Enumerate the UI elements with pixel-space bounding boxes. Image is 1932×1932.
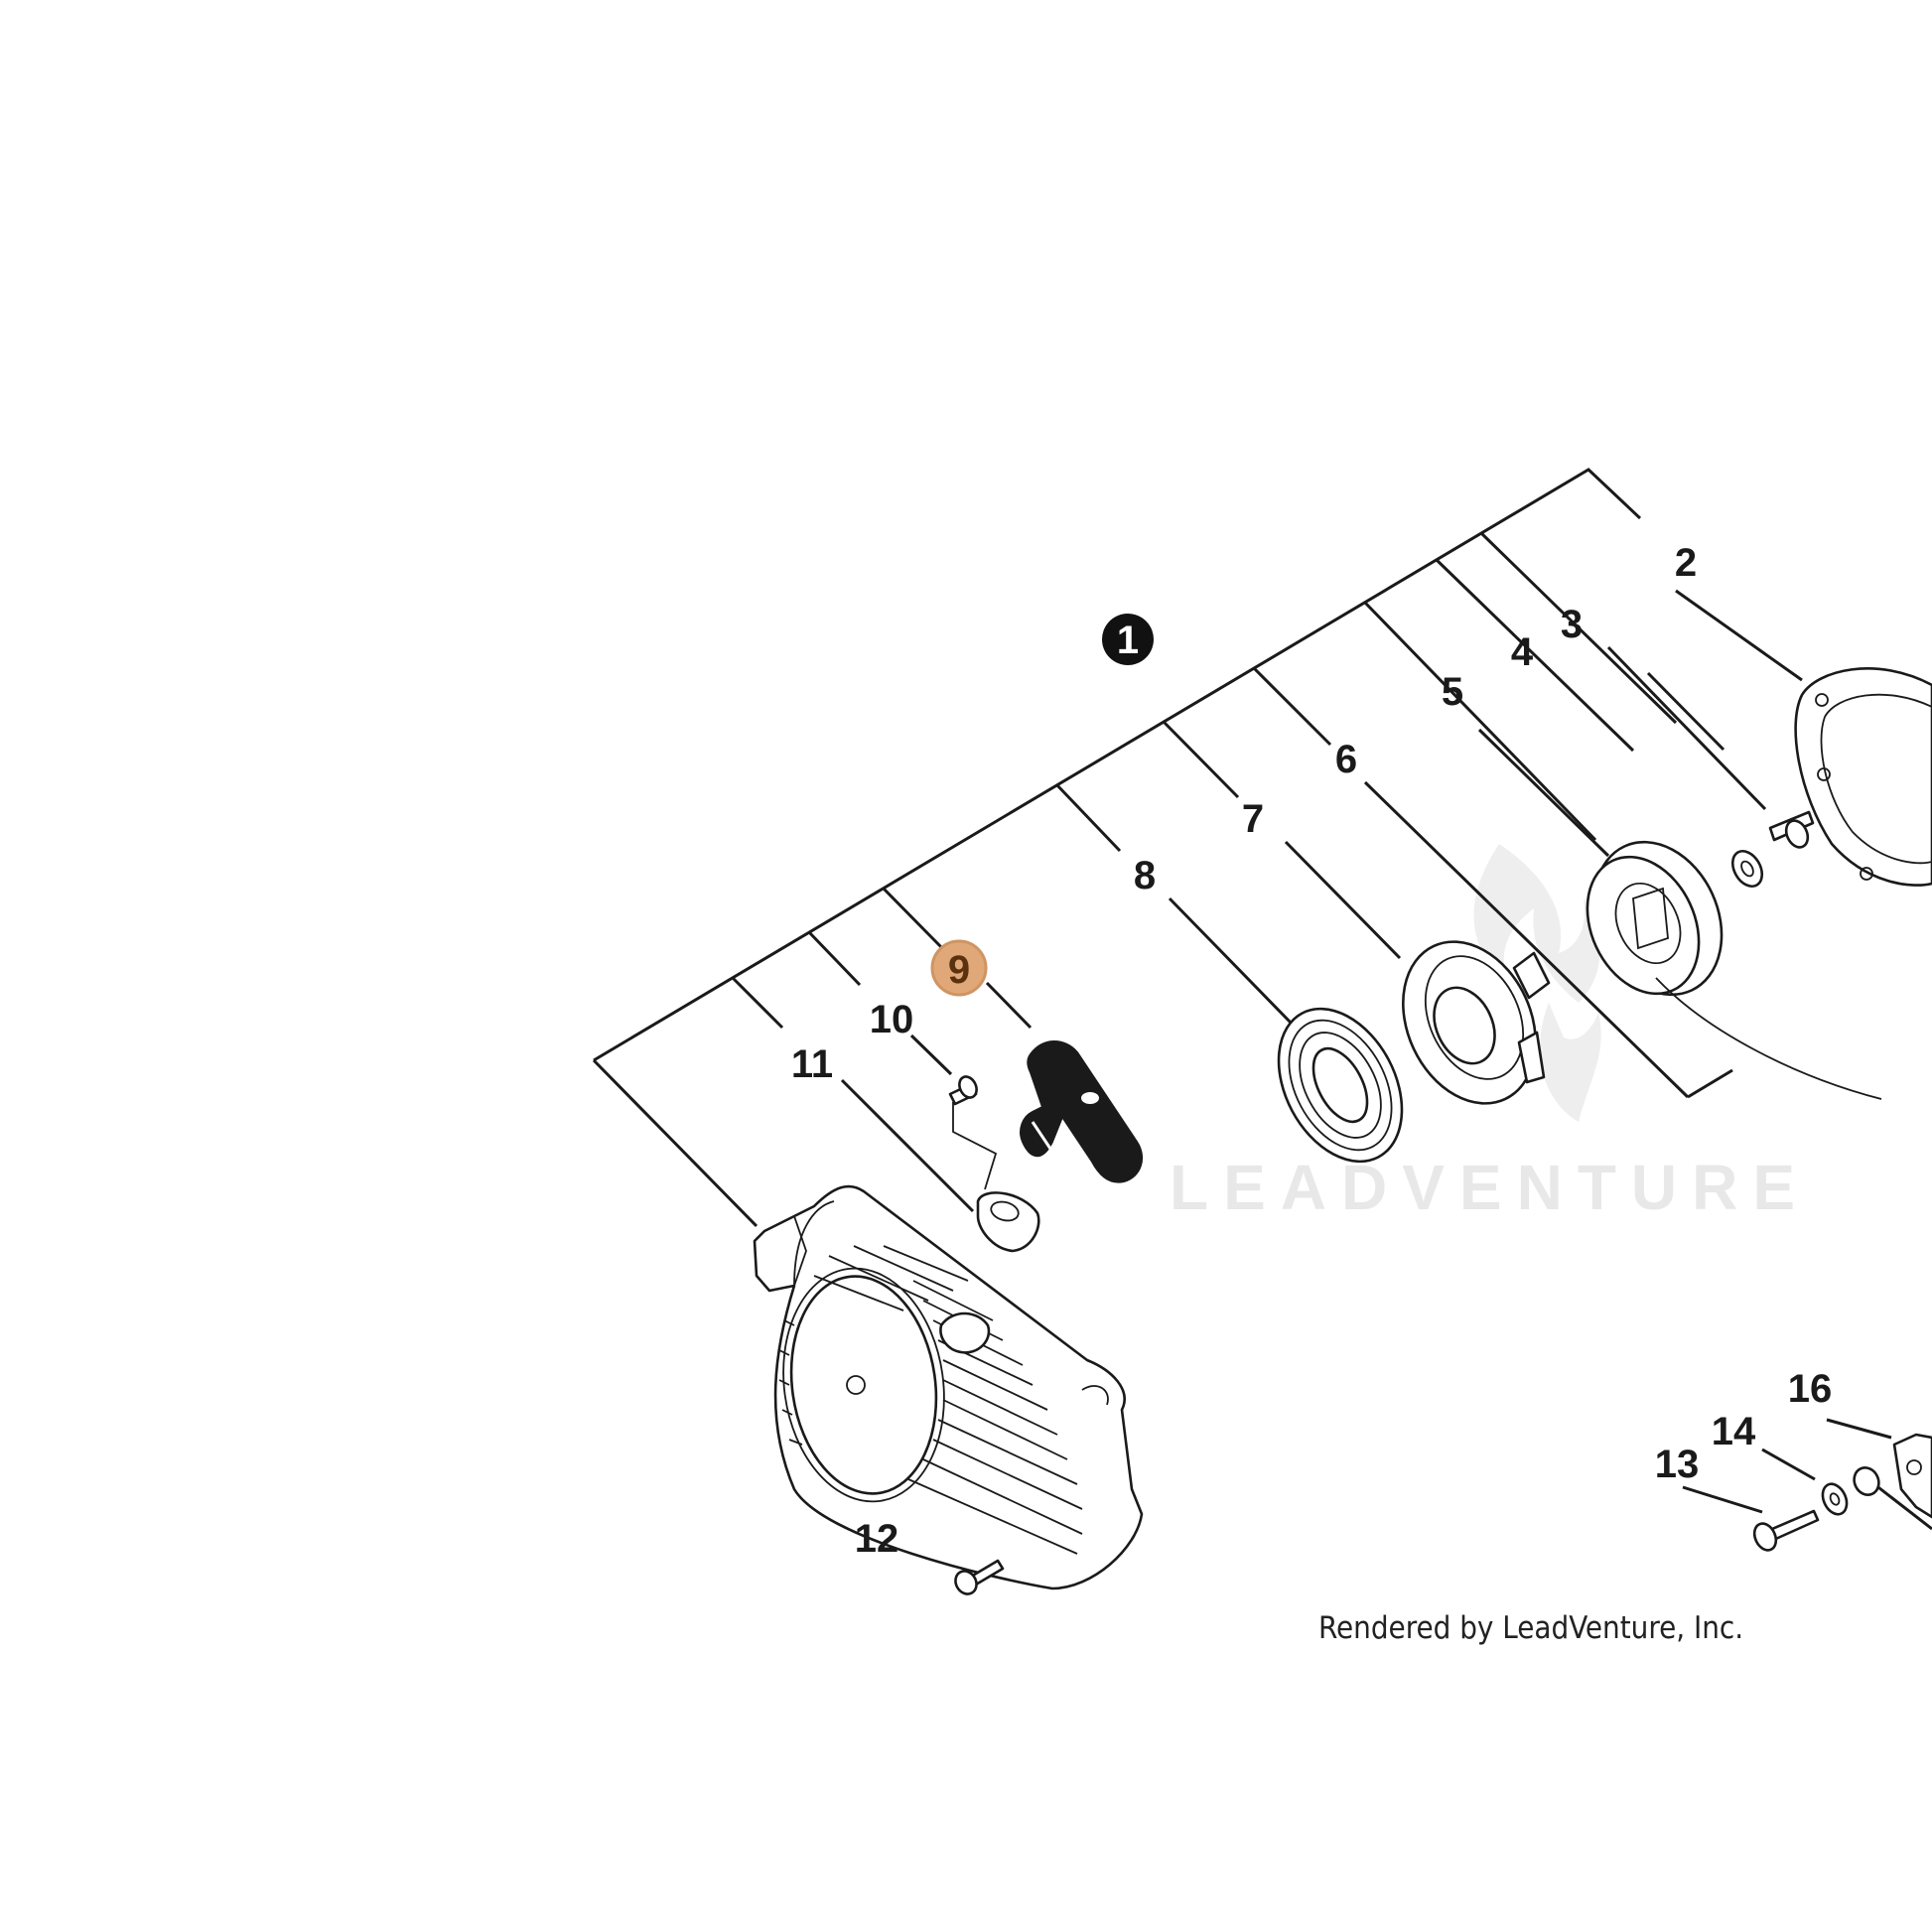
watermark-flame-icon — [1473, 844, 1600, 1003]
callout-8[interactable]: 8 — [1134, 854, 1156, 897]
part-fan-housing — [753, 1184, 1144, 1590]
callout-3[interactable]: 3 — [1561, 603, 1583, 646]
callout-16[interactable]: 16 — [1788, 1367, 1833, 1411]
callout-6[interactable]: 6 — [1335, 738, 1357, 781]
watermark-text: LEADVENTURE — [1170, 1152, 1810, 1223]
callout-4[interactable]: 4 — [1511, 630, 1534, 674]
part-3-screw — [1768, 810, 1815, 849]
part-10-screw — [948, 1075, 978, 1106]
part-8-starter-grip — [1020, 1040, 1144, 1183]
callout-10[interactable]: 10 — [870, 998, 914, 1041]
part-7-rewind-spring — [1277, 1007, 1404, 1164]
svg-text:9: 9 — [948, 948, 970, 992]
callout-11[interactable]: 11 — [791, 1042, 833, 1086]
callout-5[interactable]: 5 — [1442, 670, 1463, 714]
housing-fins — [778, 1245, 1083, 1555]
svg-text:1: 1 — [1117, 619, 1139, 662]
part-12-screw — [954, 1559, 1005, 1595]
watermark: LEADVENTURE — [1170, 844, 1810, 1223]
callout-9[interactable]: 9 — [930, 939, 988, 997]
part-11-rope-guide — [976, 1191, 1040, 1253]
callout-1[interactable]: 1 — [1102, 614, 1154, 665]
part-5-rope-rotor — [1586, 840, 1882, 1100]
leader-lines — [592, 468, 1932, 1566]
callout-2[interactable]: 2 — [1675, 541, 1697, 585]
part-spacer — [1853, 1466, 1880, 1496]
callout-7[interactable]: 7 — [1242, 797, 1264, 841]
part-13-screw — [1752, 1509, 1820, 1552]
callout-12[interactable]: 12 — [855, 1517, 899, 1561]
part-6-spring-housing — [1402, 940, 1551, 1105]
part-2-pulley-housing — [1794, 667, 1932, 887]
part-14-washer — [1821, 1482, 1849, 1516]
credit-text: Rendered by LeadVenture, Inc. — [1318, 1610, 1743, 1646]
watermark-flame-icon-inner — [1540, 1003, 1601, 1122]
part-4-washer — [1730, 850, 1764, 888]
part-16-bracket — [1892, 1433, 1932, 1519]
callout-14[interactable]: 14 — [1712, 1410, 1756, 1453]
callout-13[interactable]: 13 — [1655, 1443, 1700, 1486]
